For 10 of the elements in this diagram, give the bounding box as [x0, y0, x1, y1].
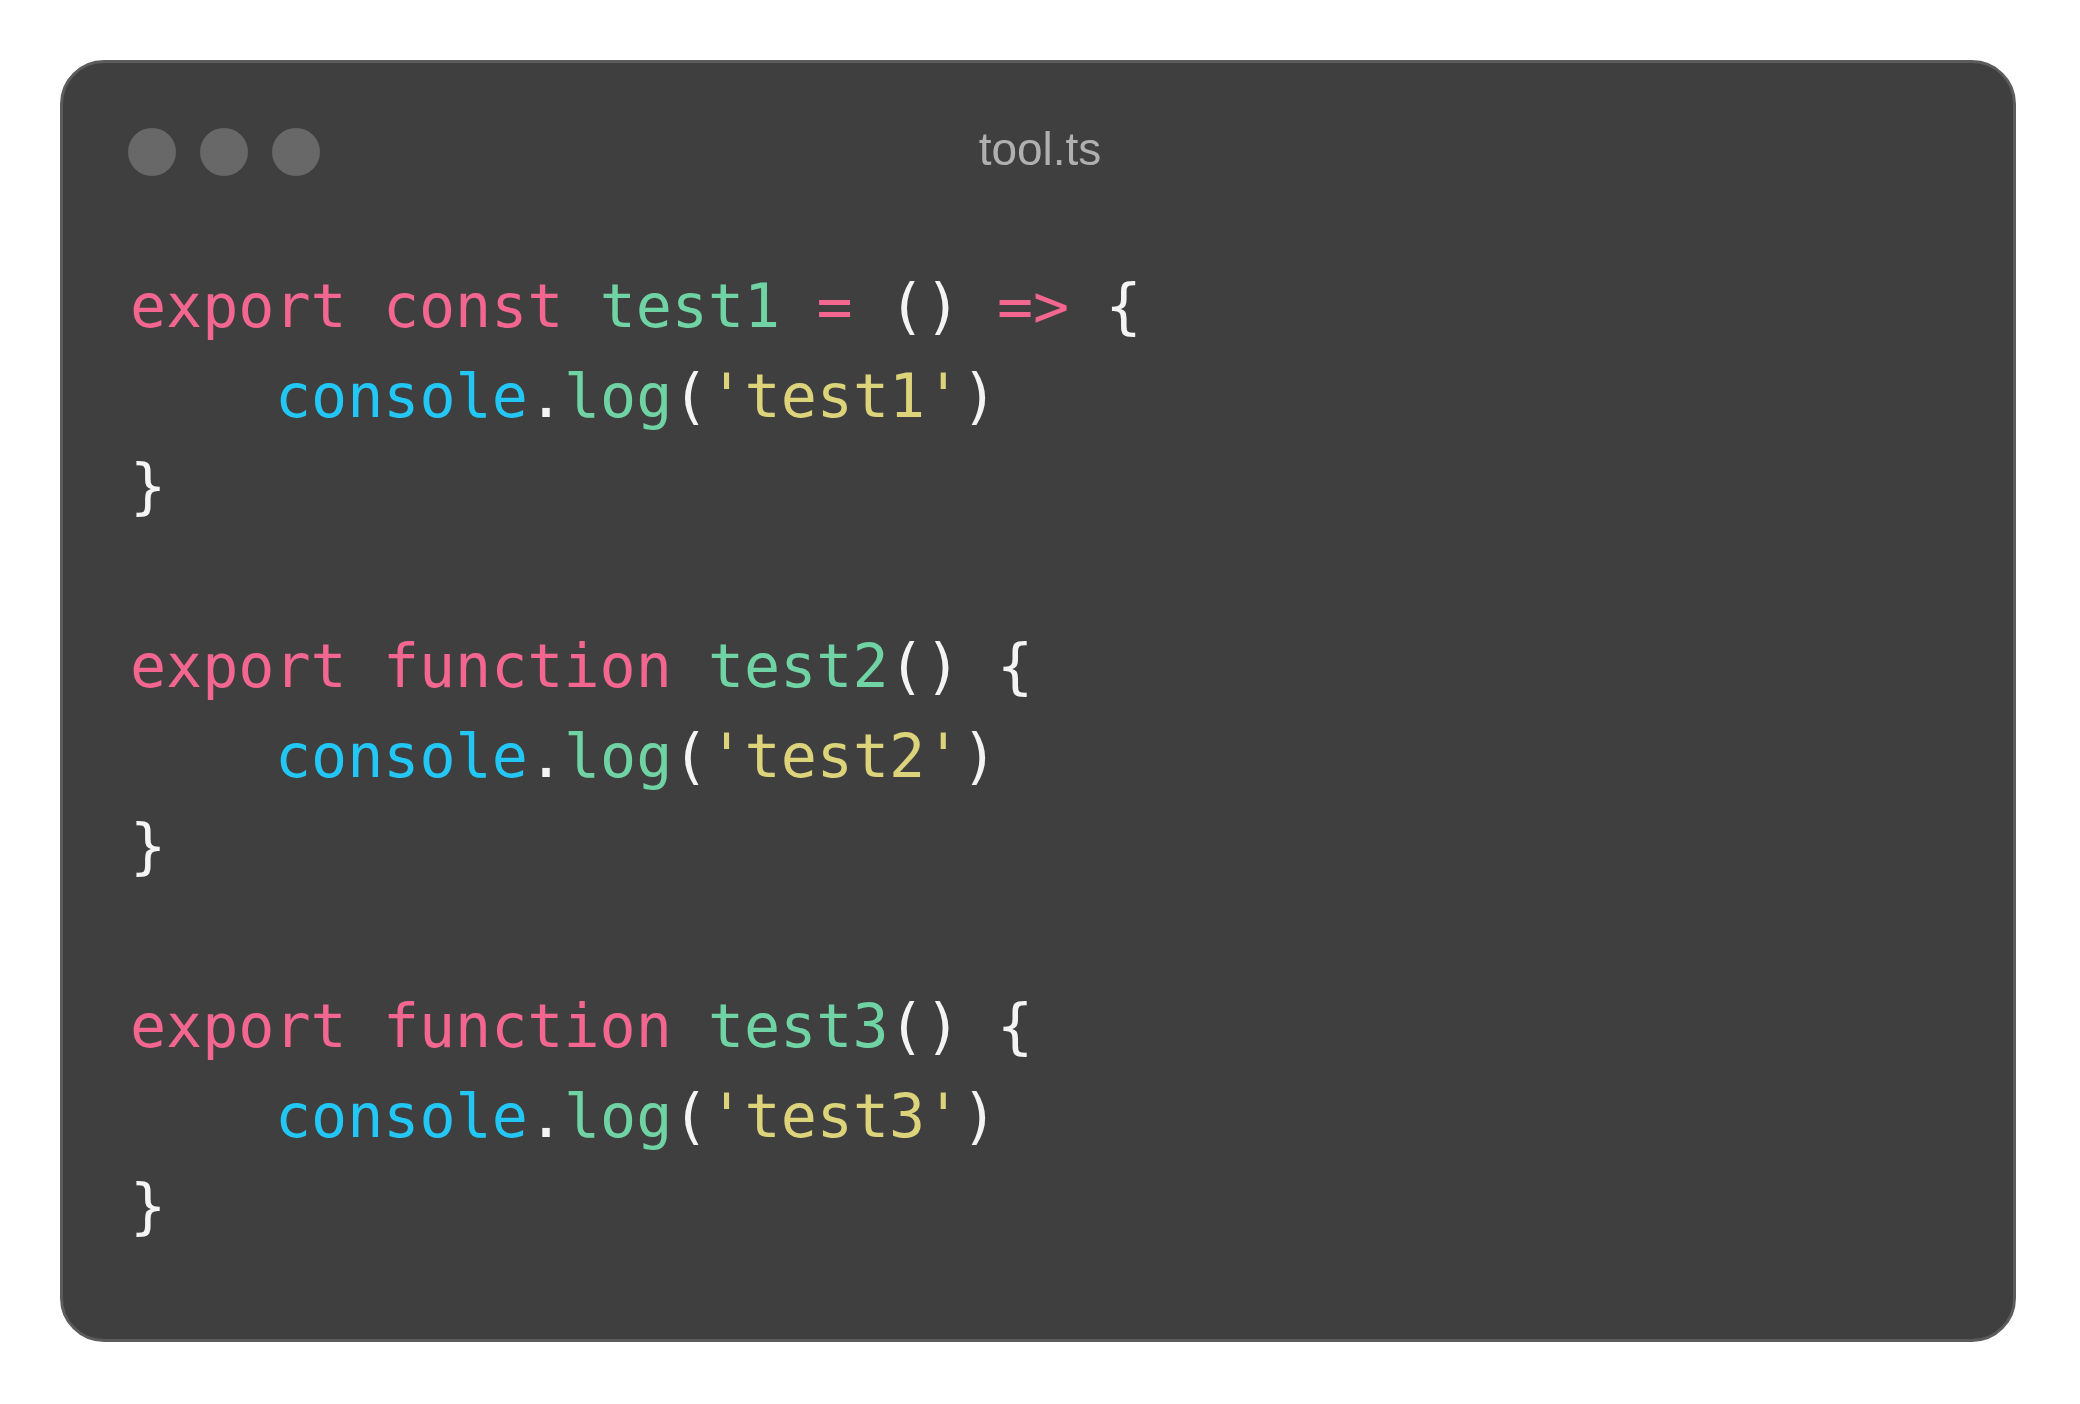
code-line: }: [130, 450, 167, 522]
code-line: export function test3() {: [130, 990, 1034, 1062]
code-line: }: [130, 1170, 167, 1242]
code-line: console.log('test1'): [275, 360, 998, 432]
file-name: tool.ts: [978, 123, 1102, 175]
code-line: console.log('test3'): [275, 1080, 998, 1152]
code-line: export const test1 = () => {: [130, 270, 1142, 342]
code-line: }: [130, 810, 167, 882]
code-line: console.log('test2'): [275, 720, 998, 792]
code-line: export function test2() {: [130, 630, 1034, 702]
